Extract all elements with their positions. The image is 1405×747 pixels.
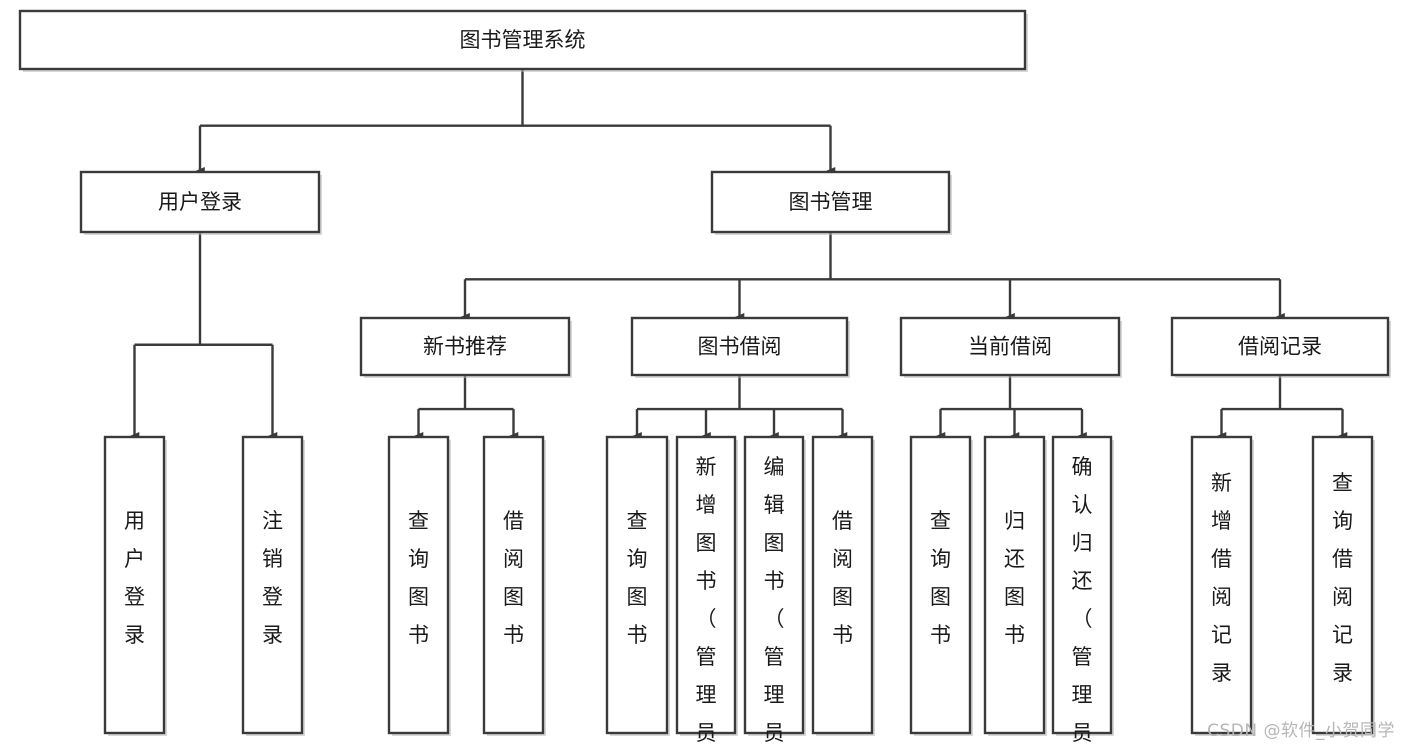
node-label: 借阅记录 [1238, 335, 1322, 359]
node-box[interactable] [743, 435, 805, 735]
node-box[interactable] [605, 435, 669, 735]
node-label: 查询借阅记录 [1332, 471, 1353, 685]
connector-group [1216, 375, 1348, 441]
node-box[interactable] [710, 170, 951, 234]
level1-node[interactable]: 用户登录 [79, 170, 321, 234]
level2-node[interactable]: 图书借阅 [630, 316, 849, 377]
connector-group [460, 232, 1285, 322]
node-box[interactable] [909, 435, 972, 735]
node-label: 编辑图书（管理员） [764, 455, 785, 747]
connector-edges [129, 69, 1348, 441]
node-box[interactable] [18, 9, 1027, 71]
node-box[interactable] [79, 170, 321, 234]
node-label: 查询图书 [627, 509, 648, 647]
node-box[interactable] [675, 435, 737, 735]
node-box[interactable] [630, 316, 849, 377]
node-box[interactable] [387, 435, 450, 735]
node-label: 归还图书 [1004, 509, 1025, 647]
node-box[interactable] [103, 435, 166, 735]
node-label: 当前借阅 [968, 335, 1052, 359]
node-box[interactable] [241, 435, 304, 735]
node-label: 用户登录 [158, 190, 242, 214]
level2-node[interactable]: 借阅记录 [1170, 316, 1390, 377]
level2-node[interactable]: 当前借阅 [899, 316, 1121, 377]
root-node[interactable]: 图书管理系统 [18, 9, 1027, 71]
leaf-node[interactable]: 确认归还（管理员） [1051, 435, 1113, 747]
node-box[interactable] [811, 435, 874, 735]
node-box[interactable] [359, 316, 571, 377]
leaf-node[interactable]: 新增图书（管理员） [675, 435, 737, 747]
node-label: 借阅图书 [503, 509, 524, 647]
leaf-node[interactable]: 注销登录 [241, 435, 304, 735]
node-label: 查询图书 [930, 509, 951, 647]
leaf-node[interactable]: 归还图书 [983, 435, 1046, 735]
connector-group [935, 375, 1087, 441]
node-label: 图书借阅 [698, 335, 782, 359]
node-box[interactable] [1170, 316, 1390, 377]
flowchart-nodes: 图书管理系统用户登录图书管理新书推荐图书借阅当前借阅借阅记录用户登录注销登录查询… [18, 9, 1390, 747]
node-label: 新增借阅记录 [1211, 471, 1232, 685]
connector-group [195, 69, 836, 176]
connector-group [129, 232, 278, 441]
leaf-node[interactable]: 用户登录 [103, 435, 166, 735]
level1-node[interactable]: 图书管理 [710, 170, 951, 234]
node-box[interactable] [1311, 435, 1374, 735]
leaf-node[interactable]: 借阅图书 [811, 435, 874, 735]
node-label: 新增图书（管理员） [696, 455, 717, 747]
node-box[interactable] [1190, 435, 1253, 735]
node-box[interactable] [983, 435, 1046, 735]
node-label: 查询图书 [408, 509, 429, 647]
connector-group [413, 375, 519, 441]
node-label: 注销登录 [262, 509, 283, 647]
csdn-watermark: CSDN @软件_小贺同学 [1207, 721, 1395, 741]
leaf-node[interactable]: 查询图书 [605, 435, 669, 735]
node-label: 图书管理系统 [460, 28, 586, 52]
leaf-node[interactable]: 查询图书 [909, 435, 972, 735]
node-box[interactable] [899, 316, 1121, 377]
level2-node[interactable]: 新书推荐 [359, 316, 571, 377]
node-label: 借阅图书 [832, 509, 853, 647]
leaf-node[interactable]: 新增借阅记录 [1190, 435, 1253, 735]
node-label: 图书管理 [789, 190, 873, 214]
leaf-node[interactable]: 借阅图书 [482, 435, 545, 735]
leaf-node[interactable]: 查询图书 [387, 435, 450, 735]
node-label: 确认归还（管理员） [1072, 455, 1093, 747]
node-label: 新书推荐 [423, 335, 507, 359]
leaf-node[interactable]: 查询借阅记录 [1311, 435, 1374, 735]
leaf-node[interactable]: 编辑图书（管理员） [743, 435, 805, 747]
node-box[interactable] [1051, 435, 1113, 735]
connector-group [632, 375, 848, 441]
node-box[interactable] [482, 435, 545, 735]
node-label: 用户登录 [124, 509, 145, 647]
